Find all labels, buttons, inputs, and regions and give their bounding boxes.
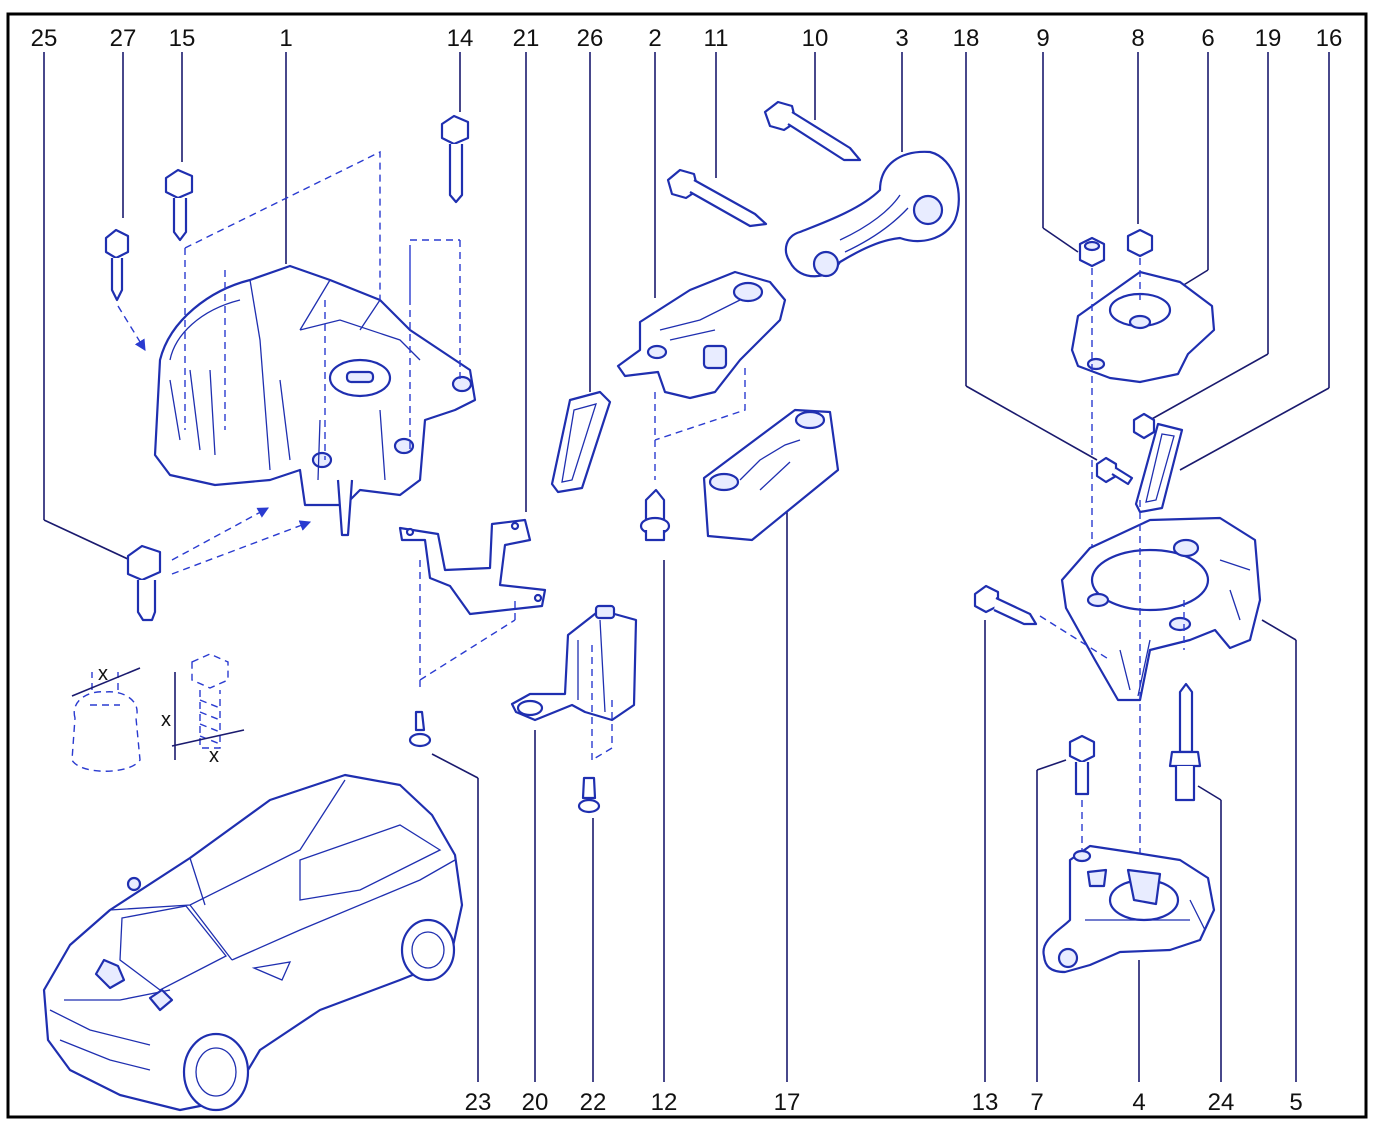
part-13-bolt <box>973 584 1038 626</box>
callout-13: 13 <box>972 1089 999 1116</box>
callout-3: 3 <box>895 25 908 52</box>
part-3-torque-rod <box>784 150 960 278</box>
callout-17: 17 <box>774 1089 801 1116</box>
callout-14: 14 <box>447 25 474 52</box>
callout-26: 26 <box>577 25 604 52</box>
callout-24: 24 <box>1208 1089 1235 1116</box>
callout-15: 15 <box>169 25 196 52</box>
leader-lines <box>43 52 1330 1082</box>
callout-19: 19 <box>1255 25 1282 52</box>
bolt-14 <box>440 114 470 204</box>
callout-9: 9 <box>1036 25 1049 52</box>
part-23-screw <box>408 710 432 748</box>
part-17-block <box>702 408 840 542</box>
dimension-x-top: x <box>98 663 108 685</box>
part-9-nut <box>1078 236 1106 268</box>
part-1-bracket <box>153 150 477 537</box>
callout-6: 6 <box>1201 25 1214 52</box>
diagram-frame <box>6 12 1368 1119</box>
callout-22: 22 <box>580 1089 607 1116</box>
callout-12: 12 <box>651 1089 678 1116</box>
part-4-lower-arm <box>1042 844 1216 974</box>
callout-18: 18 <box>953 25 980 52</box>
callout-5: 5 <box>1289 1089 1302 1116</box>
part-19-nut <box>1132 412 1156 440</box>
part-5-lower-mount <box>1039 500 1262 860</box>
callout-20: 20 <box>522 1089 549 1116</box>
part-10-bolt <box>763 100 862 162</box>
part-21-bracket <box>398 518 547 690</box>
part-7-bolt <box>1068 734 1096 852</box>
callout-8: 8 <box>1131 25 1144 52</box>
bolt-27 <box>104 228 146 351</box>
part-18-bolt <box>1095 456 1134 486</box>
part-12-bolt <box>639 488 671 542</box>
part-2-mount <box>616 270 787 480</box>
callout-10: 10 <box>802 25 829 52</box>
callout-7: 7 <box>1030 1089 1043 1116</box>
part-26-strip <box>550 390 612 494</box>
callout-2: 2 <box>648 25 661 52</box>
part-16-strip <box>1134 422 1184 514</box>
dimension-x-left: x <box>161 709 171 731</box>
bottom-callouts: 23 20 22 12 17 13 7 4 24 5 <box>465 1089 1303 1116</box>
callout-4: 4 <box>1132 1089 1145 1116</box>
callout-23: 23 <box>465 1089 492 1116</box>
callout-21: 21 <box>513 25 540 52</box>
part-20-bracket <box>510 604 638 761</box>
part-6-mount <box>1070 258 1216 600</box>
callout-11: 11 <box>704 25 729 52</box>
top-callouts: 25 27 15 1 14 21 26 2 11 10 3 18 9 8 6 1… <box>31 25 1343 52</box>
dimension-detail: x x x <box>71 653 245 772</box>
callout-16: 16 <box>1316 25 1343 52</box>
callout-25: 25 <box>31 25 58 52</box>
car-illustration <box>42 773 464 1112</box>
part-8-nut <box>1126 228 1154 258</box>
part-11-bolt <box>666 168 768 228</box>
part-24-stud <box>1168 682 1202 802</box>
callout-27: 27 <box>110 25 137 52</box>
bolt-15 <box>164 168 194 242</box>
dimension-x-bottom: x <box>209 745 219 767</box>
callout-1: 1 <box>279 25 292 52</box>
bolt-25 <box>126 507 312 622</box>
part-22-screw <box>577 776 601 814</box>
